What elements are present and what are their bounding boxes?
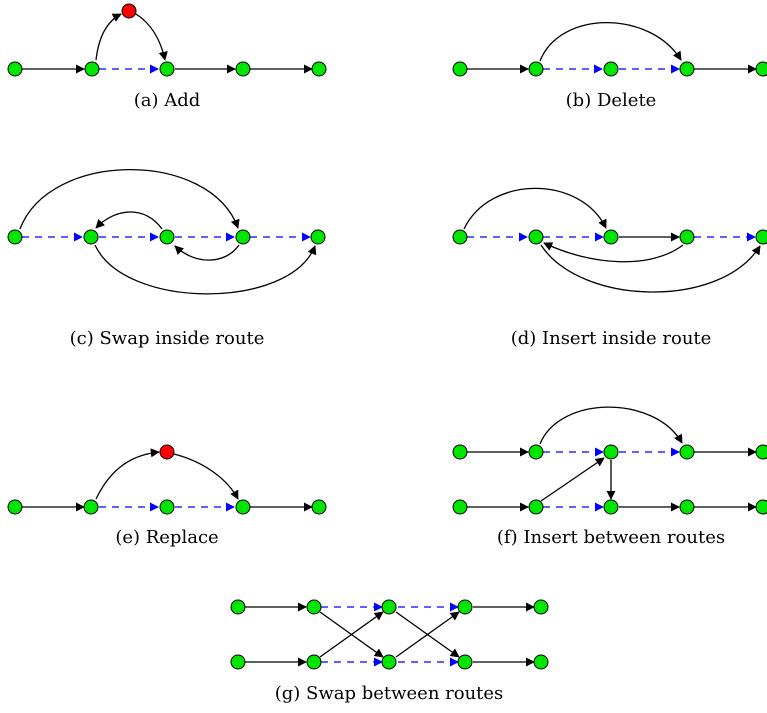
new-edge <box>94 244 317 295</box>
caption-swap-between-routes: (g) Swap between routes <box>274 683 504 704</box>
node <box>603 61 619 77</box>
new-edge-in <box>95 448 160 500</box>
node <box>159 61 175 77</box>
node <box>452 444 468 460</box>
node <box>452 229 468 245</box>
node <box>84 61 100 77</box>
new-edge <box>463 187 607 230</box>
node <box>755 229 767 245</box>
new-edge <box>540 244 761 293</box>
caption-insert-inside-route: (d) Insert inside route <box>510 328 712 349</box>
node <box>7 499 23 515</box>
node <box>311 499 327 515</box>
node <box>159 229 175 245</box>
node <box>603 499 619 515</box>
node <box>452 61 468 77</box>
node <box>159 499 175 515</box>
node <box>235 61 251 77</box>
node <box>306 599 322 615</box>
node <box>230 654 246 670</box>
caption-swap-inside-route: (c) Swap inside route <box>69 328 265 349</box>
new-edge <box>395 611 460 658</box>
node <box>755 499 767 515</box>
node <box>83 499 99 515</box>
node <box>306 654 322 670</box>
panel-swap-between-routes <box>230 599 549 670</box>
node <box>528 499 544 515</box>
node <box>310 229 326 245</box>
node <box>7 229 23 245</box>
caption-add: (a) Add <box>133 90 201 111</box>
node <box>235 499 251 515</box>
node <box>381 654 397 670</box>
node <box>533 599 549 615</box>
node <box>230 599 246 615</box>
new-edge <box>539 406 683 445</box>
new-edge <box>19 169 240 230</box>
panel-delete <box>452 22 767 77</box>
node <box>528 229 544 245</box>
node <box>311 61 327 77</box>
panel-replace <box>7 444 327 515</box>
node <box>7 61 23 77</box>
node <box>235 229 251 245</box>
node <box>528 61 544 77</box>
node <box>679 499 695 515</box>
new-edge-out <box>173 453 239 500</box>
node <box>457 599 473 615</box>
node <box>679 61 695 77</box>
node <box>457 654 473 670</box>
node <box>603 229 619 245</box>
node <box>83 229 99 245</box>
new-edge <box>174 244 240 261</box>
node <box>679 444 695 460</box>
node <box>755 61 767 77</box>
new-edge-out <box>135 13 168 61</box>
new-edge <box>319 611 384 658</box>
node <box>679 229 695 245</box>
panel-add <box>7 3 327 77</box>
panel-insert-inside-route <box>452 187 767 293</box>
caption-delete: (b) Delete <box>565 90 657 111</box>
node <box>381 599 397 615</box>
node <box>755 444 767 460</box>
new-edge <box>540 457 605 502</box>
caption-insert-between-routes: (f) Insert between routes <box>496 527 726 548</box>
replacing-node <box>159 444 175 460</box>
panel-insert-between-routes <box>452 406 767 515</box>
new-edge-in <box>95 13 122 61</box>
node <box>452 499 468 515</box>
panel-swap-inside-route <box>7 169 326 295</box>
new-edge <box>95 211 163 230</box>
new-edge <box>543 242 684 263</box>
caption-replace: (e) Replace <box>115 527 219 548</box>
node <box>533 654 549 670</box>
node <box>603 444 619 460</box>
added-node <box>121 3 137 19</box>
new-edge <box>539 22 682 62</box>
node <box>528 444 544 460</box>
